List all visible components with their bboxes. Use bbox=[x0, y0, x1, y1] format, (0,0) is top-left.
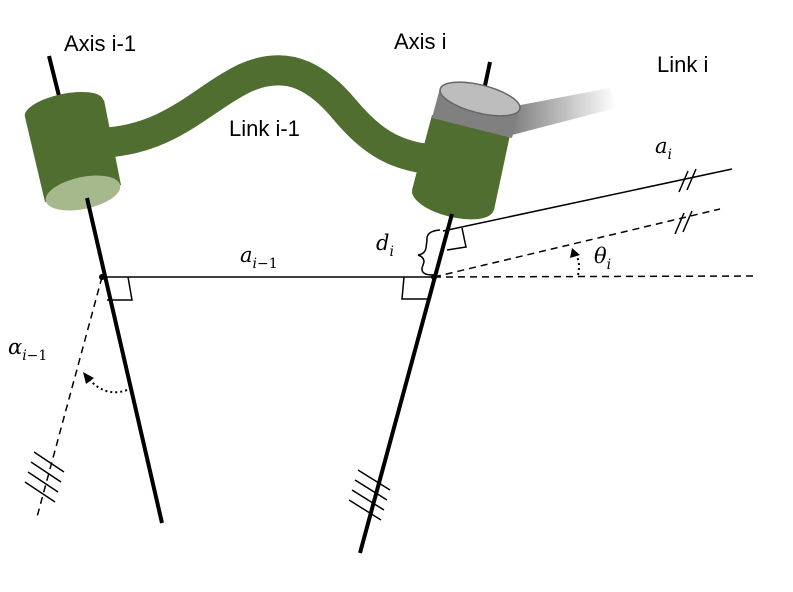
axis-prev-label: Axis i-1 bbox=[64, 31, 136, 56]
a-i-symbol: ai bbox=[655, 134, 672, 163]
d-i-symbol: di bbox=[376, 231, 394, 260]
parallel-marks-ai bbox=[674, 168, 697, 235]
a-prev-symbol: ai−1 bbox=[240, 243, 278, 272]
alpha-prev-symbol: αi−1 bbox=[8, 335, 47, 364]
a-i-projection bbox=[433, 208, 721, 278]
d-i-brace bbox=[417, 229, 441, 276]
x-prev-extension bbox=[433, 275, 756, 278]
alpha-arc bbox=[87, 377, 128, 394]
hatch-axis-projection bbox=[24, 451, 65, 503]
axis-prev-line bbox=[85, 197, 164, 524]
axis-prev-top-stub bbox=[47, 55, 61, 97]
joint-cur-cylinder bbox=[412, 81, 521, 220]
link-prev-tube bbox=[98, 55, 442, 175]
link-cur-label: Link i bbox=[657, 52, 708, 77]
hatch-axis-cur bbox=[348, 469, 391, 521]
theta-i-symbol: θi bbox=[594, 244, 611, 273]
right-angle-cur-bottom bbox=[401, 276, 428, 300]
link-prev-label: Link i-1 bbox=[229, 116, 300, 141]
joint-prev-cylinder bbox=[24, 91, 121, 211]
right-angle-cur-top bbox=[446, 227, 467, 251]
theta-arrowhead bbox=[570, 248, 580, 258]
link-i-arm bbox=[505, 88, 616, 136]
alpha-arrowhead bbox=[83, 372, 94, 384]
axis-cur-label: Axis i bbox=[394, 29, 447, 54]
right-angle-prev bbox=[107, 276, 133, 301]
axis-cur-line bbox=[358, 213, 454, 554]
axis-cur-projection bbox=[36, 276, 103, 518]
origin-prev bbox=[99, 274, 105, 280]
